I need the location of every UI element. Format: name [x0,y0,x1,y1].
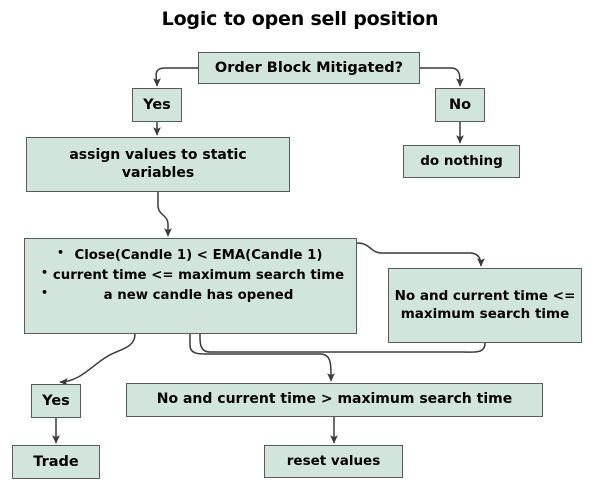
node-label: Order Block Mitigated? [214,59,404,76]
node-label: reset values [286,452,381,469]
edge-decision-yes [153,67,198,87]
node-label: No [448,96,472,113]
node-no-branch[interactable]: No [435,88,485,122]
node-reset-values[interactable]: reset values [264,445,403,478]
node-label: Trade [33,453,79,470]
node-yes-branch[interactable]: Yes [132,88,182,122]
node-no-and-current-time-lte-max[interactable]: No and current time <= maximum search ti… [388,268,582,343]
node-yes-trade-branch[interactable]: Yes [31,384,81,418]
node-order-block-mitigated[interactable]: Order Block Mitigated? [198,52,420,84]
node-no-and-current-time-gt-max[interactable]: No and current time > maximum search tim… [126,383,543,417]
node-label: No and current time > maximum search tim… [156,391,513,408]
condition-item: current time <= maximum search time [31,266,350,284]
page-title: Logic to open sell position [161,8,439,30]
condition-item: Close(Candle 1) < EMA(Candle 1) [31,246,350,264]
node-label: assign values to static variables [69,146,247,181]
node-label: Yes [143,96,171,113]
edge-assign-cond [157,192,172,237]
edge-decision-no [420,67,464,87]
node-entry-conditions[interactable]: Close(Candle 1) < EMA(Candle 1) current … [24,238,357,334]
node-label: do nothing [420,152,503,169]
edge-cond-noright [356,242,485,267]
condition-list: Close(Candle 1) < EMA(Candle 1) current … [31,246,350,304]
node-assign-static-variables[interactable]: assign values to static variables [26,137,290,192]
node-do-nothing[interactable]: do nothing [403,145,520,178]
edge-cond-nogt [189,334,335,382]
node-label: No and current time <= maximum search ti… [394,288,576,322]
edge-cond-yes2 [59,333,136,386]
condition-item: a new candle has opened [31,286,350,304]
node-trade[interactable]: Trade [12,445,100,479]
node-label: Yes [42,392,70,409]
